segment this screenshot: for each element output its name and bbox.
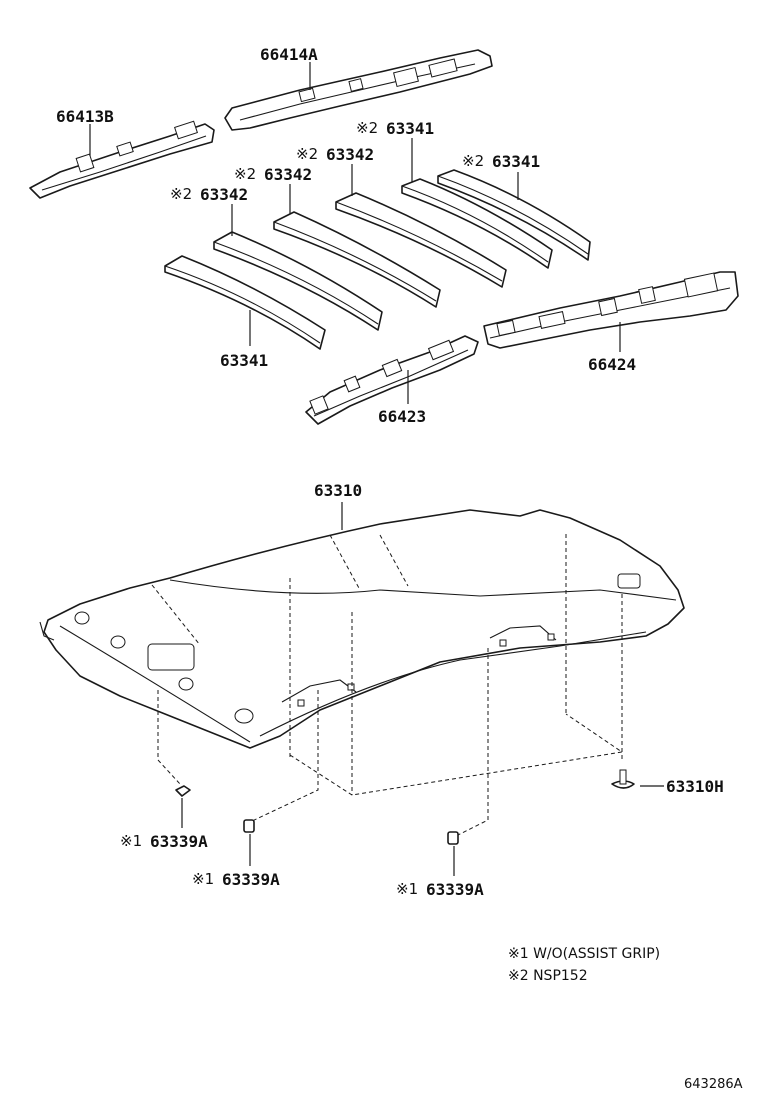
clip-63339A-3	[447, 831, 459, 845]
pad-5	[401, 178, 553, 269]
label-pad-mid3: 63342	[200, 185, 248, 204]
label-clip-a-mark: ※1	[120, 832, 142, 850]
pad-3	[273, 211, 441, 308]
label-clip-b: 63339A	[222, 870, 280, 889]
label-pad-top2-mark: ※2	[356, 119, 378, 137]
label-66424: 66424	[588, 355, 636, 374]
label-clip-c: 63339A	[426, 880, 484, 899]
label-pad-mid1-mark: ※2	[296, 145, 318, 163]
label-66414A: 66414A	[260, 45, 318, 64]
pad-1	[164, 255, 326, 350]
rail-66424	[483, 271, 739, 349]
pad-2	[213, 231, 383, 331]
labels: 66414A 66413B ※2 63341 ※2 63341 ※2 63342…	[56, 45, 724, 899]
rail-66413B	[29, 120, 215, 199]
label-pad-mid3-mark: ※2	[170, 185, 192, 203]
pad-6	[437, 169, 591, 261]
note-1: ※1 W/O(ASSIST GRIP)	[508, 946, 660, 962]
notes: ※1 W/O(ASSIST GRIP) ※2 NSP152	[508, 946, 660, 984]
clip-63339A-1	[175, 785, 191, 797]
clip-63310H	[611, 769, 635, 789]
rail-66423	[305, 335, 479, 425]
label-63310H: 63310H	[666, 777, 724, 796]
label-pad-mid2-mark: ※2	[234, 165, 256, 183]
label-66413B: 66413B	[56, 107, 114, 126]
label-pad-top1: 63341	[492, 152, 540, 171]
label-pad-mid2: 63342	[264, 165, 312, 184]
label-clip-b-mark: ※1	[192, 870, 214, 888]
label-63310: 63310	[314, 481, 362, 500]
pad-4	[335, 192, 507, 288]
note-2: ※2 NSP152	[508, 968, 588, 984]
reference-lines	[151, 534, 624, 837]
foam-pads	[164, 169, 591, 350]
label-63341-bottom: 63341	[220, 351, 268, 370]
clip-63339A-2	[243, 819, 255, 833]
label-pad-top2: 63341	[386, 119, 434, 138]
headliner-63310	[39, 509, 685, 749]
label-clip-a: 63339A	[150, 832, 208, 851]
label-pad-mid1: 63342	[326, 145, 374, 164]
label-66423: 66423	[378, 407, 426, 426]
leader-lines	[89, 62, 664, 876]
reference-code: 643286A	[684, 1077, 743, 1092]
rail-66414A	[224, 49, 493, 131]
label-clip-c-mark: ※1	[396, 880, 418, 898]
label-pad-top1-mark: ※2	[462, 152, 484, 170]
